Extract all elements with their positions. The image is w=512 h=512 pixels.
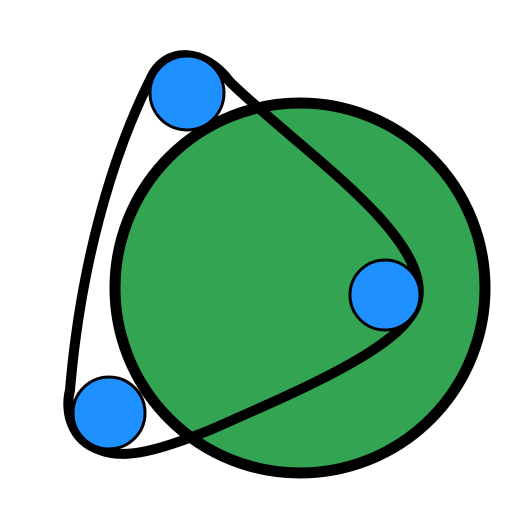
- node-bottom-left: [71, 375, 147, 451]
- node-top: [148, 54, 226, 132]
- closed-loop-path: [63, 50, 424, 459]
- big-green-circle: [109, 97, 491, 479]
- node-right: [348, 258, 422, 332]
